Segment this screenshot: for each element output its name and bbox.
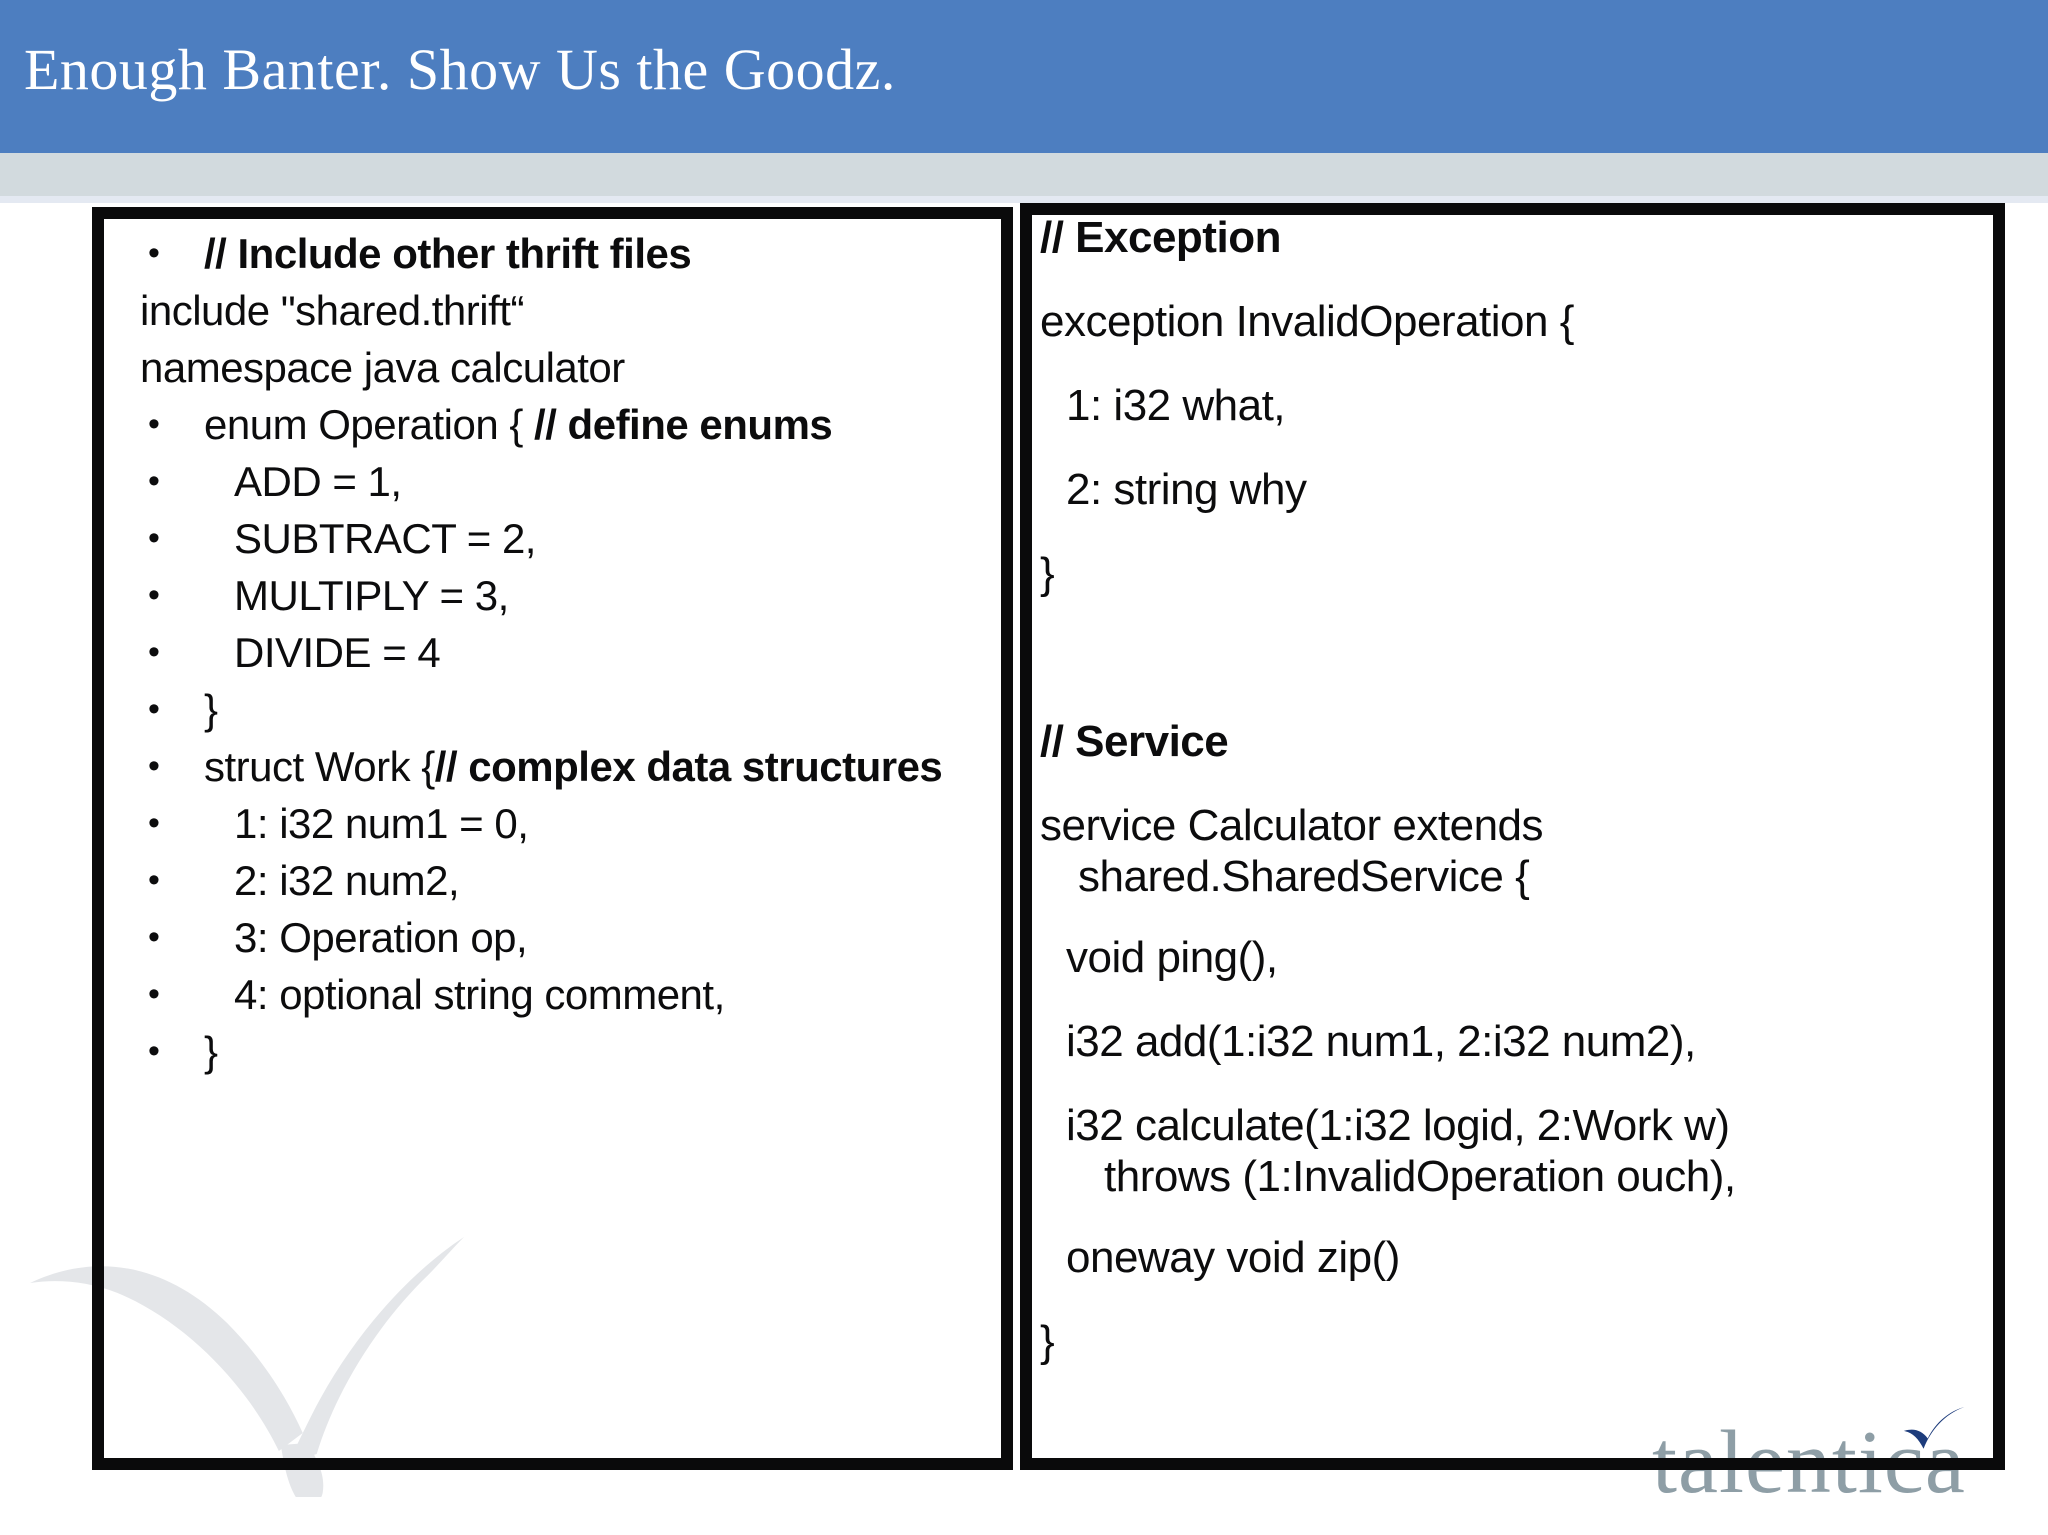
comment-text: // complex data structures: [434, 743, 943, 790]
code-line: • SUBTRACT = 2,: [104, 510, 983, 567]
thrift-service-box: // Exception exception InvalidOperation …: [1020, 203, 2005, 1470]
code-text: 3: Operation op,: [234, 914, 528, 961]
code-line: i32 add(1:i32 num1, 2:i32 num2),: [1040, 1015, 1983, 1069]
thrift-definitions-box: • // Include other thrift files include "…: [92, 207, 1013, 1470]
code-line: • 2: i32 num2,: [104, 852, 983, 909]
code-text: }: [204, 686, 218, 733]
bullet-icon: •: [148, 690, 160, 728]
bullet-icon: •: [148, 747, 160, 785]
bullet-icon: •: [148, 804, 160, 842]
code-line: • DIVIDE = 4: [104, 624, 983, 681]
code-line: 2: string why: [1040, 463, 1983, 517]
code-line: i32 calculate(1:i32 logid, 2:Work w)thro…: [1040, 1099, 1983, 1201]
comment-text: // define enums: [534, 401, 833, 448]
code-text: namespace java calculator: [140, 344, 625, 391]
code-text: enum Operation {: [204, 401, 535, 448]
code-line: • ADD = 1,: [104, 453, 983, 510]
code-line: • enum Operation { // define enums: [104, 396, 983, 453]
code-line: }: [1040, 1315, 1983, 1369]
bullet-icon: •: [148, 234, 160, 272]
comment-text: // Exception: [1040, 213, 1281, 262]
code-text: service Calculator extends: [1040, 801, 1544, 850]
code-text: 1: i32 what,: [1066, 381, 1286, 430]
code-text: i32 calculate(1:i32 logid, 2:Work w): [1066, 1101, 1730, 1150]
blank-line: [1040, 631, 1983, 715]
code-line: • struct Work {// complex data structures: [104, 738, 983, 795]
code-text: 2: string why: [1066, 465, 1307, 514]
code-continuation: throws (1:InvalidOperation ouch),: [1104, 1152, 1736, 1201]
page-title: Enough Banter. Show Us the Goodz.: [24, 37, 896, 102]
code-line: exception InvalidOperation {: [1040, 295, 1983, 349]
bullet-icon: •: [148, 462, 160, 500]
watermark-bird-icon: [29, 1237, 465, 1497]
bullet-icon: •: [148, 1032, 160, 1070]
code-text: 1: i32 num1 = 0,: [234, 800, 529, 847]
bullet-icon: •: [148, 633, 160, 671]
bullet-icon: •: [148, 861, 160, 899]
code-text: oneway void zip(): [1066, 1233, 1400, 1282]
code-line: }: [1040, 547, 1983, 601]
code-text: MULTIPLY = 3,: [234, 572, 509, 619]
code-line: • 1: i32 num1 = 0,: [104, 795, 983, 852]
code-text: struct Work {: [204, 743, 435, 790]
code-text: ADD = 1,: [234, 458, 402, 505]
bullet-icon: •: [148, 405, 160, 443]
code-line: • 3: Operation op,: [104, 909, 983, 966]
code-text: i32 add(1:i32 num1, 2:i32 num2),: [1066, 1017, 1696, 1066]
code-text: void ping(),: [1066, 933, 1278, 982]
bullet-icon: •: [148, 519, 160, 557]
code-line: • MULTIPLY = 3,: [104, 567, 983, 624]
comment-text: // Service: [1040, 717, 1229, 766]
code-line: •}: [104, 1023, 983, 1080]
code-line: namespace java calculator: [104, 339, 983, 396]
code-line: // Exception: [1040, 211, 1983, 265]
code-text: }: [204, 1028, 218, 1075]
code-text: }: [1040, 549, 1055, 598]
code-line: • 4: optional string comment,: [104, 966, 983, 1023]
title-band: Enough Banter. Show Us the Goodz.: [0, 0, 2048, 153]
code-text: 4: optional string comment,: [234, 971, 725, 1018]
code-line: •}: [104, 681, 983, 738]
code-line: • // Include other thrift files: [104, 225, 983, 282]
logo-bird-check-icon: [1903, 1407, 1965, 1449]
code-text: }: [1040, 1317, 1055, 1366]
code-line: oneway void zip(): [1040, 1231, 1983, 1285]
bullet-icon: •: [148, 576, 160, 614]
bullet-icon: •: [148, 918, 160, 956]
code-text: DIVIDE = 4: [234, 629, 441, 676]
code-text: SUBTRACT = 2,: [234, 515, 536, 562]
code-line: 1: i32 what,: [1040, 379, 1983, 433]
bullet-icon: •: [148, 975, 160, 1013]
code-line: // Service: [1040, 715, 1983, 769]
code-continuation: shared.SharedService {: [1078, 852, 1530, 901]
code-text: exception InvalidOperation {: [1040, 297, 1574, 346]
header-accent-band: [0, 153, 2048, 203]
comment-text: // Include other thrift files: [204, 230, 692, 277]
code-text: include "shared.thrift“: [140, 287, 524, 334]
code-line: void ping(),: [1040, 931, 1983, 985]
code-line: include "shared.thrift“: [104, 282, 983, 339]
code-text: 2: i32 num2,: [234, 857, 460, 904]
